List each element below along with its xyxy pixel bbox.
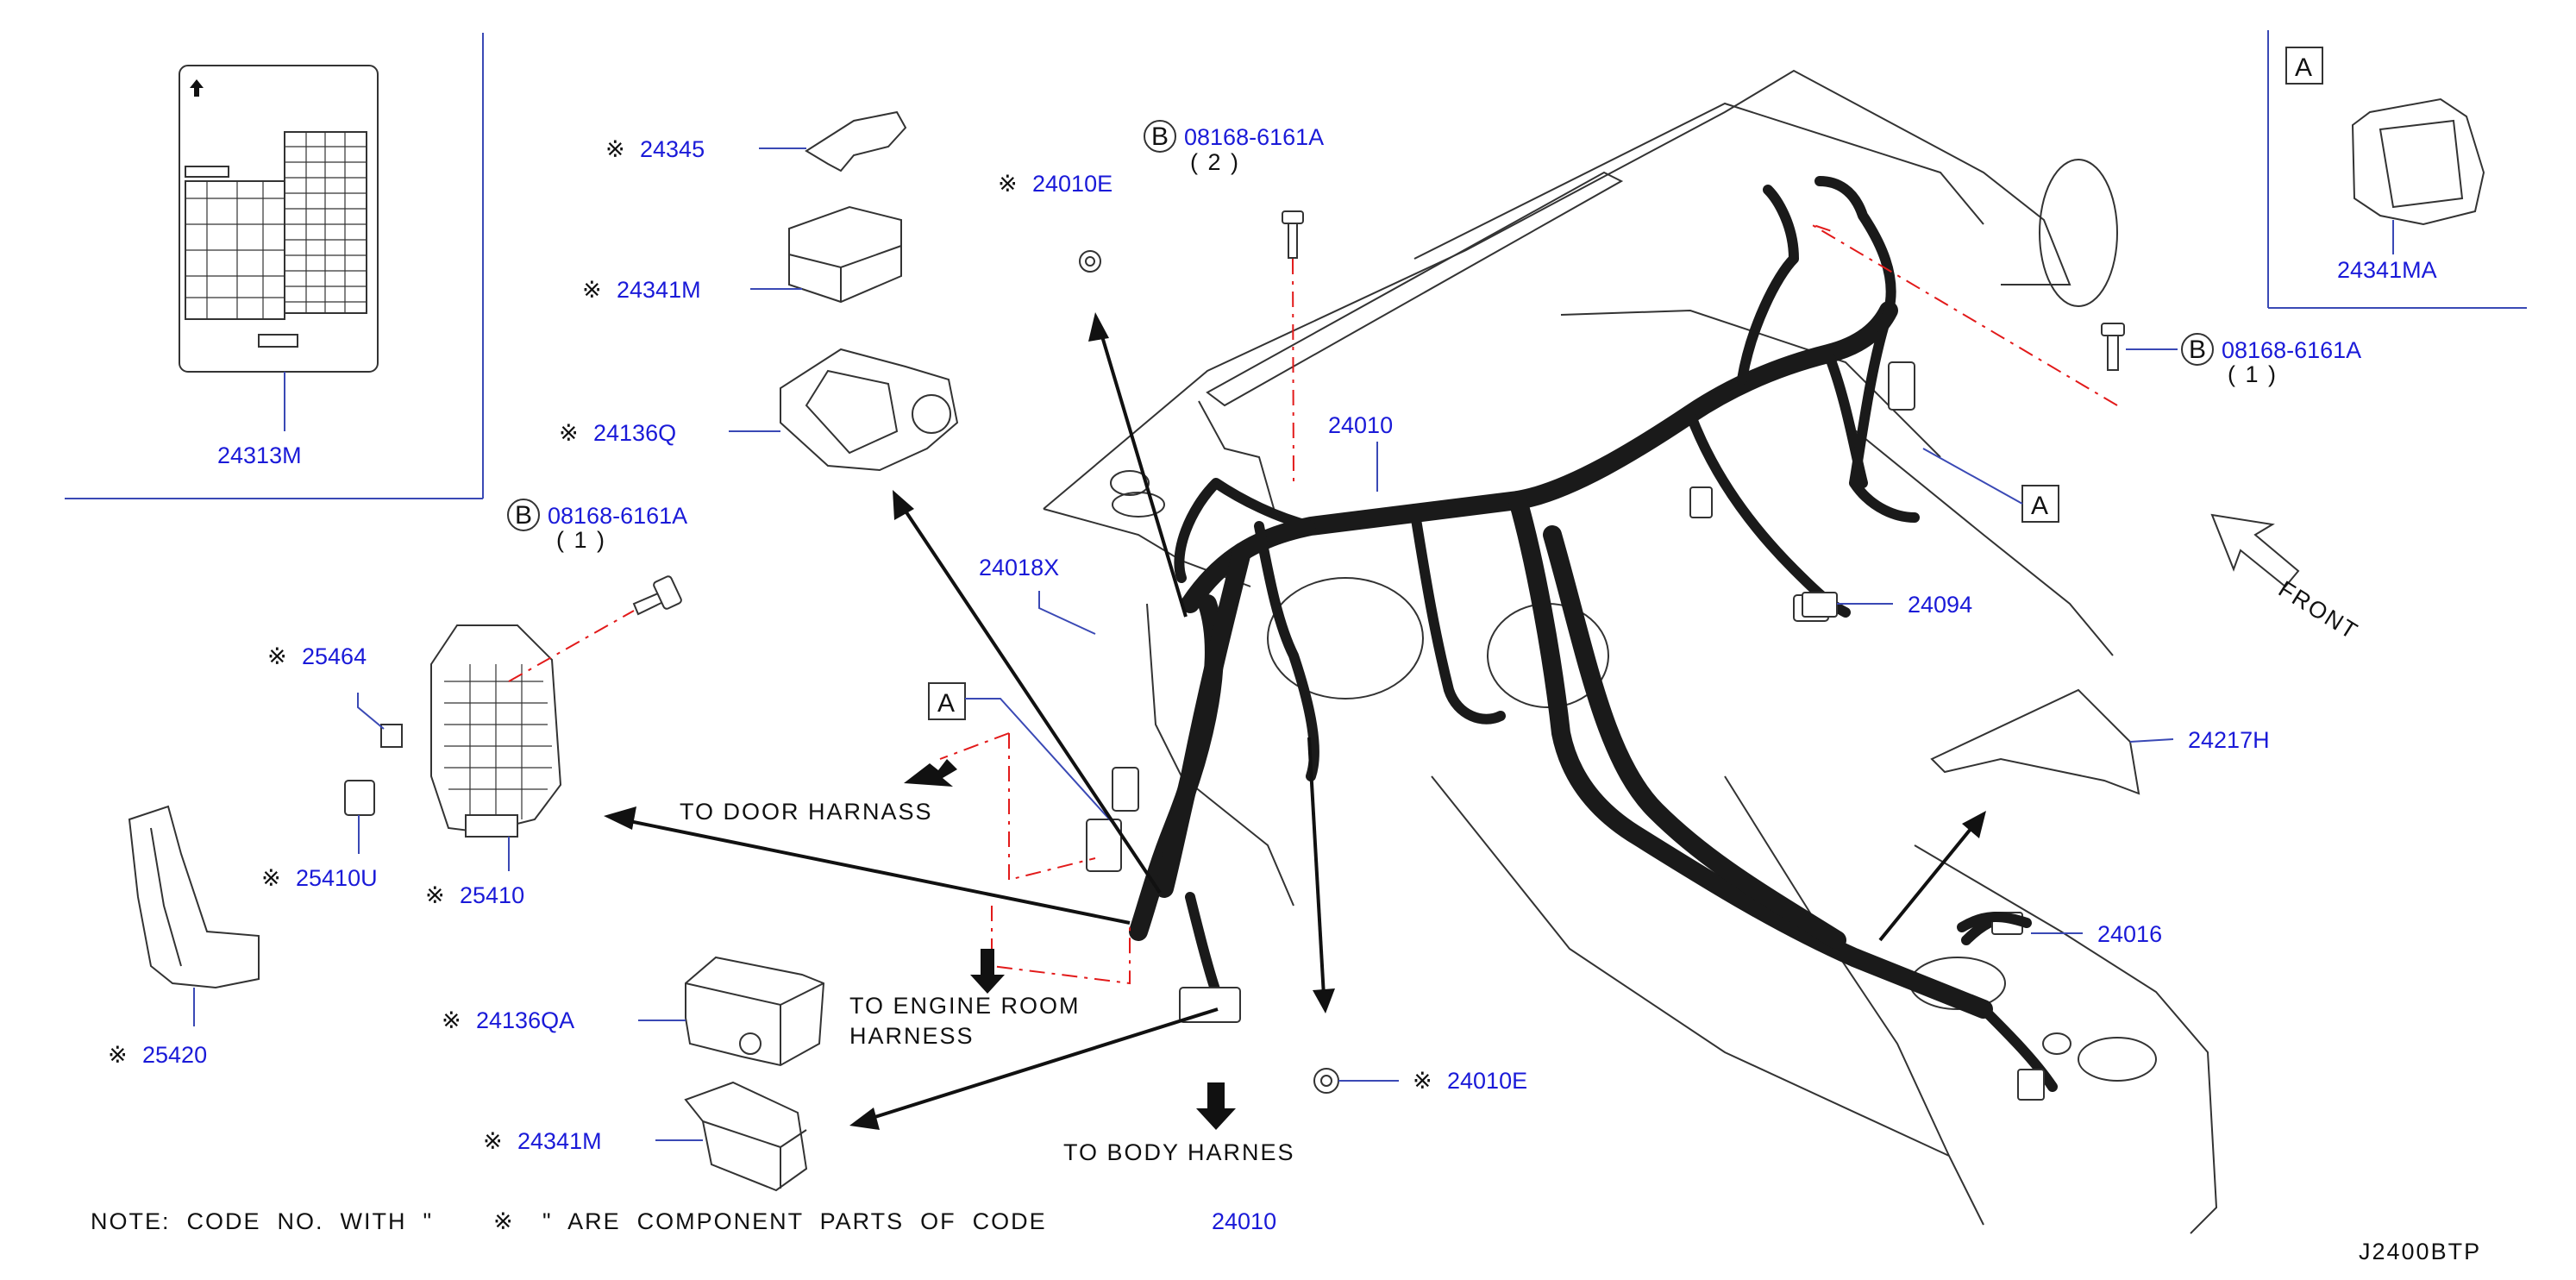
bolt-top-08168-6161A[interactable]: B 08168-6161A ( 2 ) <box>1144 120 1324 484</box>
part-number-24313M[interactable]: 24313M <box>217 442 302 468</box>
part-24136Q-housing[interactable]: ※ 24136Q <box>559 348 959 472</box>
note-code-24010[interactable]: 24010 <box>1212 1208 1276 1234</box>
component-mark-icon: ※ <box>442 1007 461 1034</box>
part-24341M-bracket-bottom[interactable]: ※ 24341M <box>483 1081 808 1192</box>
callout-b-left: B <box>515 501 532 530</box>
component-mark-icon: ※ <box>559 420 579 447</box>
part-25420-side-panel[interactable]: ※ 25420 <box>108 805 260 1069</box>
arrow-down-left-icon <box>904 759 957 787</box>
note-suffix: " ARE COMPONENT PARTS OF CODE <box>526 1208 1047 1234</box>
part-number-24217H[interactable]: 24217H <box>2188 727 2270 753</box>
part-number-25410U[interactable]: 25410U <box>296 865 378 891</box>
diagram-code: J2400BTP <box>2359 1239 2481 1264</box>
up-arrow-icon <box>190 79 204 97</box>
part-number-24341M-bottom[interactable]: 24341M <box>517 1128 602 1154</box>
part-24136QA-housing[interactable]: ※ 24136QA <box>442 956 825 1067</box>
detail-a-inset[interactable]: A 24341MA <box>2285 47 2485 283</box>
bolt-right-08168-6161A[interactable]: B 08168-6161A ( 1 ) <box>1810 223 2361 406</box>
note-mark-icon: ※ <box>493 1208 513 1235</box>
part-number-24345[interactable]: 24345 <box>640 136 705 162</box>
part-number-24094[interactable]: 24094 <box>1908 592 1972 618</box>
footer-note: NOTE: CODE NO. WITH " ※ " ARE COMPONENT … <box>91 1208 1276 1235</box>
part-number-24341MA[interactable]: 24341MA <box>2337 257 2437 283</box>
component-mark-icon: ※ <box>267 643 287 670</box>
part-number-25410[interactable]: 25410 <box>460 882 524 908</box>
part-number-24136Q[interactable]: 24136Q <box>593 420 676 446</box>
part-24345-cover[interactable]: ※ 24345 <box>605 110 907 173</box>
bolt-right-quantity: ( 1 ) <box>2228 361 2278 387</box>
inset-frame-detail-a <box>2267 30 2527 309</box>
part-number-24010[interactable]: 24010 <box>1328 412 1393 438</box>
main-harness-24010[interactable]: 24010 <box>1086 176 2058 1101</box>
callout-a-main[interactable]: A <box>928 682 1122 833</box>
component-mark-icon: ※ <box>108 1042 128 1069</box>
part-number-24018X[interactable]: 24018X <box>979 555 1059 580</box>
component-mark-icon: ※ <box>605 136 625 163</box>
bolt-left-08168-6161A[interactable]: B 08168-6161A ( 1 ) <box>507 499 687 616</box>
component-mark-icon: ※ <box>998 171 1018 198</box>
part-24094-connector[interactable]: 24094 <box>1802 592 1972 618</box>
grommet-24010E-top[interactable]: ※ 24010E <box>998 171 1113 273</box>
part-number-24010E-top[interactable]: 24010E <box>1032 171 1113 197</box>
part-number-25464[interactable]: 25464 <box>302 643 367 669</box>
part-25410U-relay[interactable]: ※ 25410U <box>261 780 378 892</box>
callout-a-right[interactable]: A <box>1922 448 2059 523</box>
part-number-bolt-right[interactable]: 08168-6161A <box>2222 337 2361 363</box>
part-24217H-bracket[interactable]: 24217H <box>1930 688 2270 795</box>
leader-arrows <box>604 312 1986 1130</box>
front-label: FRONT <box>2274 576 2363 645</box>
component-mark-icon: ※ <box>1413 1068 1432 1095</box>
bolt-top-quantity: ( 2 ) <box>1190 149 1240 175</box>
part-number-24010E-bottom[interactable]: 24010E <box>1447 1068 1527 1094</box>
arrow-down-icon <box>970 949 1005 994</box>
phantom-lines <box>508 610 1131 985</box>
direction-door-label: TO DOOR HARNASS <box>680 799 933 825</box>
direction-to-engine-room-harness: TO ENGINE ROOM HARNESS <box>849 949 1081 1049</box>
callout-a-main-label: A <box>937 689 955 718</box>
callout-a-right-label: A <box>2031 492 2048 520</box>
part-number-bolt-left[interactable]: 08168-6161A <box>548 503 687 529</box>
part-number-24136QA[interactable]: 24136QA <box>476 1007 574 1033</box>
part-24016-sub-harness[interactable]: 24016 <box>1957 912 2162 947</box>
front-direction-indicator: FRONT <box>2210 513 2363 645</box>
component-mark-icon: ※ <box>425 882 445 909</box>
callout-b-top: B <box>1151 122 1169 151</box>
part-25410-fuse-block[interactable]: ※ 25410 <box>425 624 562 909</box>
inset-frame-fuse-label <box>65 33 484 499</box>
part-number-24341M-top[interactable]: 24341M <box>617 277 701 303</box>
component-mark-icon: ※ <box>582 277 602 304</box>
part-number-24016[interactable]: 24016 <box>2097 921 2162 947</box>
bolt-left-quantity: ( 1 ) <box>556 527 606 553</box>
direction-body-label: TO BODY HARNES <box>1063 1139 1295 1165</box>
part-number-bolt-top[interactable]: 08168-6161A <box>1184 124 1324 150</box>
direction-to-body-harness: TO BODY HARNES <box>1063 1082 1295 1165</box>
part-number-25420[interactable]: 25420 <box>142 1042 207 1068</box>
part-25464-relay[interactable]: ※ 25464 <box>267 643 403 748</box>
callout-b-right: B <box>2189 336 2206 364</box>
note-prefix: NOTE: CODE NO. WITH " <box>91 1208 433 1234</box>
direction-to-door-harness: TO DOOR HARNASS <box>680 759 957 825</box>
direction-engine-label-1: TO ENGINE ROOM <box>849 993 1081 1019</box>
fuse-block-label-card[interactable]: 24313M <box>179 65 379 468</box>
part-24018X-connector[interactable]: 24018X <box>979 555 1096 635</box>
direction-engine-label-2: HARNESS <box>849 1023 975 1049</box>
arrow-down-icon <box>1196 1082 1236 1130</box>
component-mark-icon: ※ <box>483 1128 503 1155</box>
component-mark-icon: ※ <box>261 865 281 892</box>
callout-a-inset: A <box>2295 53 2312 82</box>
grommet-24010E-bottom[interactable]: ※ 24010E <box>1313 1068 1527 1095</box>
part-24341M-bracket-top[interactable]: ※ 24341M <box>582 205 902 304</box>
